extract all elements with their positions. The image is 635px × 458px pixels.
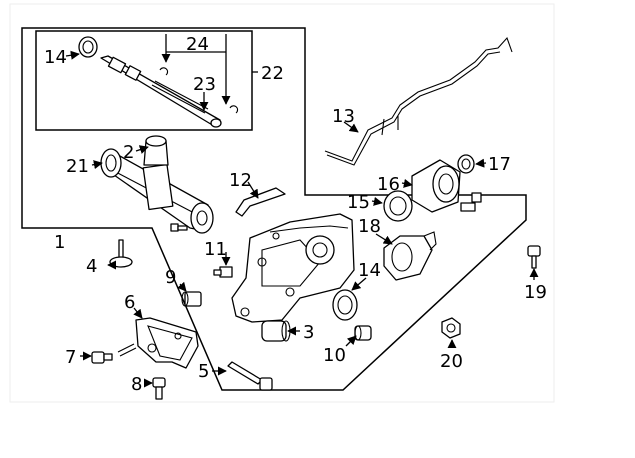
seal-part-14-lower (332, 289, 358, 321)
callout-23: 23 (193, 74, 216, 95)
differential-housing (231, 213, 355, 323)
axle-tube-part-21 (100, 148, 214, 234)
bushing-part-3 (261, 320, 291, 342)
assembly-frame (21, 27, 527, 391)
callout-1: 1 (54, 232, 65, 253)
clip-part-24-left (159, 67, 169, 76)
bolt-part-5 (227, 361, 273, 391)
callout-18: 18 (358, 216, 381, 237)
nut-part-20 (441, 317, 461, 339)
callout-15: 15 (347, 192, 370, 213)
callout-14-upper: 14 (44, 47, 67, 68)
bracket-part-6 (135, 317, 199, 369)
bushing-part-10 (354, 325, 372, 341)
sensor-part-11 (213, 266, 233, 278)
callout-2: 2 (123, 142, 134, 163)
callout-3: 3 (303, 322, 314, 343)
bracket-part-12 (235, 187, 286, 217)
callout-6: 6 (124, 292, 135, 313)
pin-part (117, 343, 137, 357)
callout-8: 8 (131, 374, 142, 395)
seal-part-14-upper (78, 36, 98, 58)
bushing-part-2 (143, 135, 169, 166)
callout-11: 11 (204, 239, 227, 260)
callout-16: 16 (377, 174, 400, 195)
callout-7: 7 (65, 347, 76, 368)
tube-bolt (170, 223, 188, 232)
callout-14-lower: 14 (358, 260, 381, 281)
bushing-part-9 (181, 291, 202, 307)
callout-22: 22 (261, 63, 284, 84)
seal-part-17 (457, 154, 475, 174)
callout-21: 21 (66, 156, 89, 177)
bolt-part-19 (527, 245, 541, 269)
housing-bolt (460, 192, 482, 212)
callout-5: 5 (198, 361, 209, 382)
callout-13: 13 (332, 106, 355, 127)
seal-part-15 (383, 190, 413, 222)
bolt-part-8 (152, 377, 166, 400)
callout-24: 24 (186, 34, 209, 55)
callout-20: 20 (440, 351, 463, 372)
housing-part-16 (411, 159, 461, 213)
callout-10: 10 (323, 345, 346, 366)
callout-19: 19 (524, 282, 547, 303)
inset-frame (35, 30, 253, 131)
callout-12: 12 (229, 170, 252, 191)
callout-4: 4 (86, 256, 97, 277)
bolt-part-7 (91, 351, 113, 364)
callout-9: 9 (165, 267, 176, 288)
callout-17: 17 (488, 154, 511, 175)
carrier-part-18 (383, 231, 437, 281)
leader-lines (65, 34, 539, 388)
clip-part-24-right (229, 105, 239, 114)
vent-tube-part-13 (324, 36, 513, 166)
shaft-part-23 (100, 55, 222, 128)
